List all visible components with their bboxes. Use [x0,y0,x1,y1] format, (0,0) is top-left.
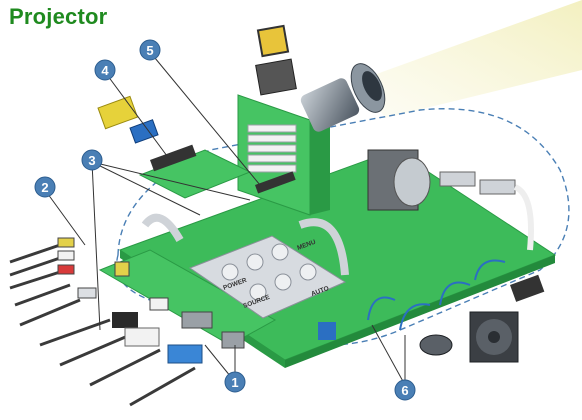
card-reader-board [138,149,252,199]
dmd-socket [255,58,297,96]
light-beam [360,0,582,118]
heatsink [247,124,297,173]
ribbon-cable [298,218,349,276]
callout-5: 5 [139,39,161,61]
io-port [149,297,169,311]
keypad-button [246,253,264,271]
speaker [419,334,453,356]
internal-cable [367,296,396,321]
callout-3-label: 3 [88,153,95,168]
keypad-button [274,273,292,291]
callout-6-label: 6 [401,383,408,398]
io-port [181,311,213,329]
lamp-wire [513,184,534,251]
io-port [221,331,245,349]
callout-4: 4 [94,59,116,81]
dmd-chip [256,24,290,58]
callout-2-label: 2 [41,180,48,195]
external-cables [9,243,196,407]
board-connector [255,171,296,194]
internal-cable [439,281,471,306]
lamp-connector [479,179,516,195]
memory-card-blue [129,119,159,144]
internal-cable [474,259,506,281]
dmd-board [310,112,330,215]
io-port [114,261,130,277]
internal-cable [399,303,431,331]
keypad-button [221,263,239,281]
callout-4-label: 4 [101,63,109,78]
callout-3: 3 [81,149,103,171]
lamp-connector [439,171,476,187]
vga-plug-white [124,327,160,347]
power-plug [112,312,138,328]
main-board-edge-right [285,255,555,368]
callout-1-label: 1 [231,375,238,390]
keypad-button [299,263,317,281]
board-chip [318,322,336,340]
callout-6: 6 [394,379,416,401]
callout-2: 2 [34,176,56,198]
cooling-fan [469,311,519,363]
usb-plug [77,287,97,299]
ribbon-cable [141,213,184,243]
page-title: Projector [9,4,108,29]
callout-5-label: 5 [146,43,153,58]
keypad-button [271,243,289,261]
rca-plug-white [57,250,75,261]
keypad-button [249,283,267,301]
board-chip [509,274,545,302]
memory-card-yellow [97,95,139,130]
callout-1: 1 [224,371,246,393]
rca-plug-red [57,264,75,275]
vga-plug-blue [167,344,203,364]
lens-assembly [300,63,386,132]
rca-plug-yellow [57,237,75,248]
lamp-reflector [393,157,431,207]
card-slot [150,144,197,172]
